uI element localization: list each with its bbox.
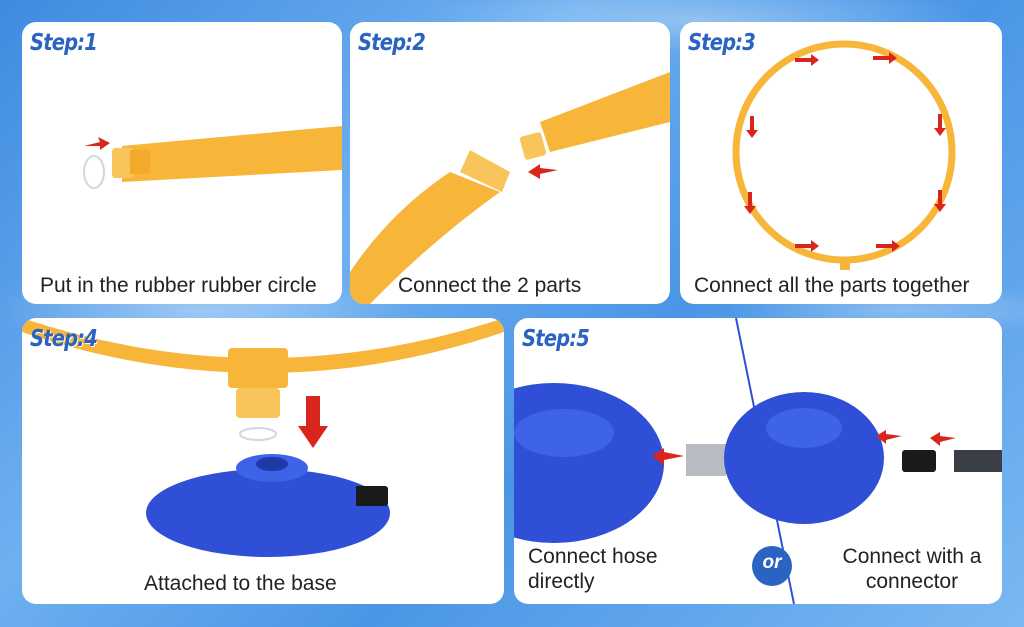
step-1-illustration bbox=[83, 126, 342, 189]
step-caption: Connect all the parts together bbox=[694, 274, 970, 297]
step-caption: Attached to the base bbox=[144, 572, 337, 595]
step-3-panel: Step:3 Connect all the parts together bbox=[680, 22, 1002, 304]
step-4-illustration bbox=[22, 318, 504, 557]
step-2-illustration bbox=[350, 72, 670, 304]
step-1-panel: Step:1 Put in the rubber rubber circle bbox=[22, 22, 342, 304]
step-5-panel: Step:5 Connect hose directly or Connect … bbox=[514, 318, 1002, 604]
step-caption: Connect hose directly bbox=[528, 545, 658, 593]
step-caption: Connect with a connector bbox=[842, 545, 982, 593]
step-title: Step:5 bbox=[522, 326, 590, 352]
step-title: Step:1 bbox=[30, 30, 98, 56]
or-badge: or bbox=[762, 552, 782, 573]
step-caption: Put in the rubber rubber circle bbox=[40, 274, 317, 297]
step-2-panel: Step:2 Connect the 2 parts bbox=[350, 22, 670, 304]
step-title: Step:3 bbox=[688, 30, 756, 56]
step-title: Step:2 bbox=[358, 30, 426, 56]
step-caption: Connect the 2 parts bbox=[398, 274, 582, 297]
step-title: Step:4 bbox=[30, 326, 98, 352]
step-3-illustration bbox=[732, 40, 956, 270]
step-4-panel: Step:4 Attached to the base bbox=[22, 318, 504, 604]
step-5-illustration bbox=[514, 318, 1002, 604]
